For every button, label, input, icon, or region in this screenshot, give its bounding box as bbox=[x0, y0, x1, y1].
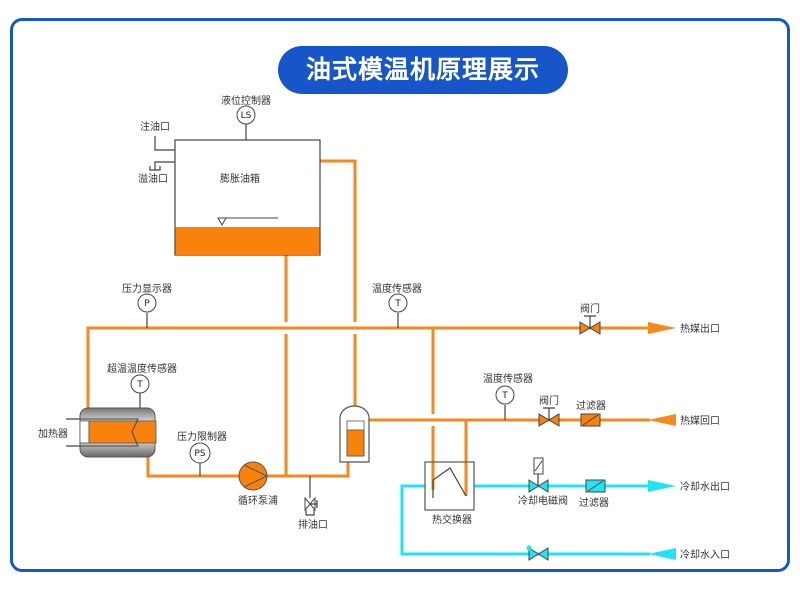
overtemp-sensor-icon bbox=[130, 374, 150, 394]
drain-valve-icon bbox=[304, 476, 318, 516]
solenoid-valve-icon bbox=[528, 457, 549, 493]
oil-overflow-label: 溢油口 bbox=[138, 172, 168, 185]
expansion-tank: 膨胀油箱 bbox=[174, 139, 321, 256]
pressure-limiter-icon bbox=[189, 442, 211, 464]
cooling-solenoid-label: 冷却电磁阀 bbox=[518, 494, 568, 507]
pressure-limiter-label: 压力限制器 bbox=[177, 430, 227, 443]
filter-icon bbox=[580, 413, 601, 427]
temp-sensor-icon bbox=[495, 385, 515, 405]
temp-symbol: T bbox=[501, 391, 508, 401]
oil-pipes bbox=[86, 159, 650, 496]
valve-1-label: 阀门 bbox=[580, 302, 600, 315]
cooling-outlet-label: 冷却水出口 bbox=[680, 480, 730, 493]
level-controller-icon bbox=[236, 105, 256, 125]
pressure-display-label: 压力显示器 bbox=[122, 282, 172, 295]
level-controller-label: 液位控制器 bbox=[221, 94, 271, 107]
page-title: 油式模温机原理展示 bbox=[278, 46, 568, 94]
diagram-frame bbox=[10, 18, 790, 572]
pump-label: 循环泵浦 bbox=[238, 494, 278, 507]
valve-icon bbox=[579, 315, 601, 335]
inlet-valve-icon bbox=[526, 545, 549, 561]
heater-label: 加热器 bbox=[38, 427, 68, 440]
filter-1-label: 过滤器 bbox=[576, 399, 606, 412]
cooling-outlet-arrow bbox=[648, 480, 676, 492]
heat-exchanger-label: 热交换器 bbox=[432, 513, 472, 526]
temp-sensor-icon bbox=[388, 293, 408, 313]
filter-icon bbox=[585, 479, 606, 493]
level-symbol: LS bbox=[241, 111, 252, 121]
valve-2-label: 阀门 bbox=[539, 394, 559, 407]
water-pipes bbox=[400, 484, 650, 556]
hot-return-label: 热媒回口 bbox=[680, 414, 720, 427]
oil-cylinder-icon bbox=[339, 405, 370, 463]
oil-fill-label: 注油口 bbox=[140, 120, 170, 133]
cooling-inlet-label: 冷却水入口 bbox=[680, 548, 730, 561]
heat-exchanger-icon bbox=[424, 461, 475, 511]
hot-return-arrow bbox=[648, 414, 676, 426]
drain-label: 排油口 bbox=[298, 518, 328, 531]
temp-sensor-1-label: 温度传感器 bbox=[372, 282, 422, 295]
valve-icon bbox=[538, 407, 560, 427]
temp-symbol: T bbox=[136, 380, 143, 390]
expansion-tank-label: 膨胀油箱 bbox=[220, 172, 260, 185]
pressure-limiter-symbol: PS bbox=[194, 449, 205, 459]
cooling-inlet-arrow bbox=[648, 548, 676, 560]
hot-outlet-label: 热媒出口 bbox=[680, 322, 720, 335]
temp-sensor-2-label: 温度传感器 bbox=[483, 372, 533, 385]
pressure-symbol: P bbox=[144, 299, 150, 309]
pump-icon bbox=[238, 461, 268, 491]
heater-icon bbox=[66, 407, 157, 458]
filter-2-label: 过滤器 bbox=[579, 496, 609, 509]
pressure-gauge-icon bbox=[137, 293, 157, 313]
hot-outlet-arrow bbox=[648, 322, 676, 334]
temp-symbol: T bbox=[394, 299, 401, 309]
overtemp-sensor-label: 超温温度传感器 bbox=[107, 362, 177, 375]
